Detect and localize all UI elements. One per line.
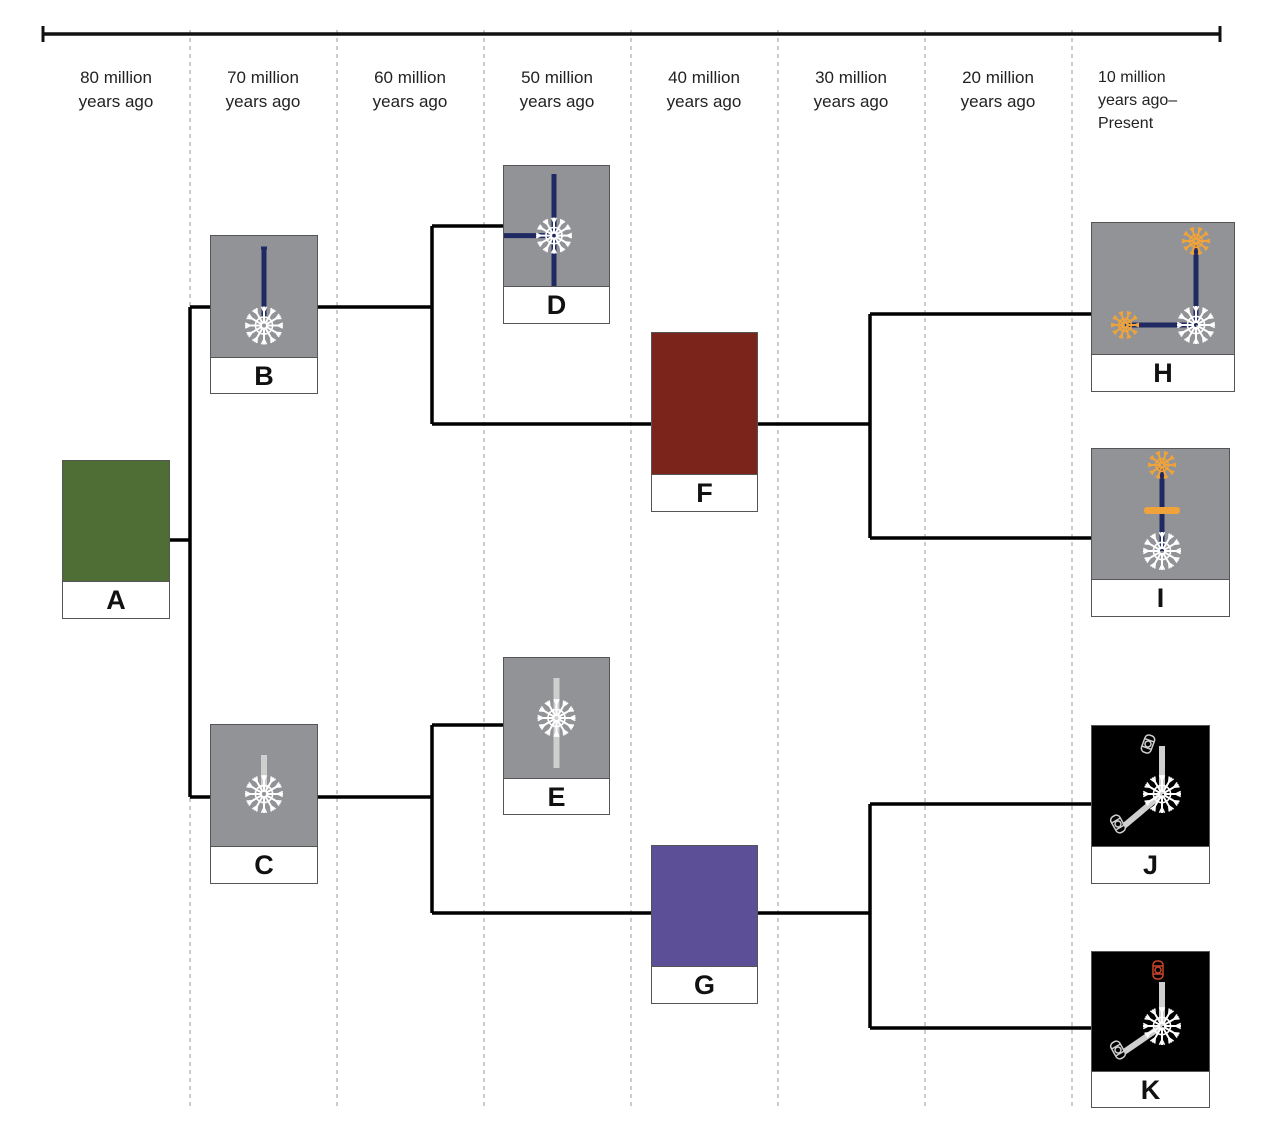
wheel-with-blue-rods-to-orange-wheels-icon: [1110, 227, 1216, 345]
column-label-line: 20 million: [962, 68, 1034, 87]
column-label-40-mya: 40 million years ago: [634, 66, 774, 114]
wheel-with-blue-rod-orange-bar-orange-wheel-icon: [1142, 451, 1182, 571]
node-C: C: [210, 724, 318, 884]
branch-lines: [170, 224, 1091, 1030]
node-label: D: [503, 287, 610, 324]
column-label-line: years ago: [372, 92, 448, 111]
wheel-icon: [1147, 451, 1177, 479]
node-illustration: [1091, 448, 1230, 580]
wheel-with-light-arm-and-red-clip-icon: [1109, 960, 1182, 1060]
node-K: K: [1091, 951, 1210, 1108]
node-label: G: [651, 967, 758, 1004]
wheel-with-blue-rod-up-icon: [244, 246, 284, 345]
light-rod-icon: [1122, 791, 1164, 829]
node-label: E: [503, 779, 610, 815]
column-label-line: years ago: [78, 92, 154, 111]
wheel-with-light-rods-up-down-icon: [537, 678, 576, 768]
node-label: F: [651, 475, 758, 512]
column-label-line: 80 million: [80, 68, 152, 87]
clip-icon: [1109, 1040, 1127, 1060]
column-label-60-mya: 60 million years ago: [340, 66, 480, 114]
column-label-80-mya: 80 million years ago: [46, 66, 186, 114]
clip-icon: [1109, 814, 1127, 834]
node-E: E: [503, 657, 610, 815]
node-label: A: [62, 582, 170, 619]
node-label: K: [1091, 1072, 1210, 1108]
wheel-icon: [1181, 227, 1211, 255]
node-illustration: [1091, 725, 1210, 847]
node-J: J: [1091, 725, 1210, 884]
node-illustration: [210, 235, 318, 358]
node-color-swatch: [651, 332, 758, 475]
node-color-swatch: [62, 460, 170, 582]
node-illustration: [210, 724, 318, 847]
column-label-line: years ago: [666, 92, 742, 111]
wheel-icon: [1110, 311, 1140, 339]
column-label-line: 50 million: [521, 68, 593, 87]
wheel-with-light-arms-and-clips-icon: [1109, 734, 1182, 834]
node-label: J: [1091, 847, 1210, 884]
column-label-line: years ago: [519, 92, 595, 111]
column-label-line: 60 million: [374, 68, 446, 87]
column-label-line: 70 million: [227, 68, 299, 87]
wheel-icon: [244, 306, 284, 345]
node-illustration: [1091, 222, 1235, 355]
column-label-line: years ago: [813, 92, 889, 111]
wheel-icon: [1142, 1006, 1182, 1046]
node-color-swatch: [651, 845, 758, 967]
orange-bar-icon: [1144, 507, 1180, 514]
node-F: F: [651, 332, 758, 512]
node-G: G: [651, 845, 758, 1004]
node-H: H: [1091, 222, 1235, 392]
timeline-axis: [41, 26, 1222, 42]
node-illustration: [1091, 951, 1210, 1072]
column-label-line: 10 million: [1098, 69, 1166, 86]
column-label-50-mya: 50 million years ago: [487, 66, 627, 114]
node-D: D: [503, 165, 610, 324]
column-label-line: years ago: [225, 92, 301, 111]
column-label-line: years ago–: [1098, 92, 1178, 109]
node-label: C: [210, 847, 318, 884]
node-label: I: [1091, 580, 1230, 617]
column-label-line: 30 million: [815, 68, 887, 87]
wheel-icon: [244, 774, 284, 814]
column-label-line: Present: [1098, 115, 1154, 132]
wheel-with-light-rod-up-icon: [244, 755, 284, 814]
column-label-line: 40 million: [668, 68, 740, 87]
wheel-with-blue-rods-up-down-left-icon: [504, 174, 573, 286]
node-illustration: [503, 165, 610, 287]
wheel-icon: [1176, 305, 1216, 345]
column-label-30-mya: 30 million years ago: [781, 66, 921, 114]
column-dividers: [189, 30, 1073, 1110]
column-label-line: years ago: [960, 92, 1036, 111]
node-I: I: [1091, 448, 1230, 617]
clip-icon: [1140, 734, 1156, 754]
column-label-70-mya: 70 million years ago: [193, 66, 333, 114]
column-label-10-mya: 10 million years ago– Present: [1098, 66, 1238, 135]
node-label: B: [210, 358, 318, 394]
node-illustration: [503, 657, 610, 779]
column-label-20-mya: 20 million years ago: [928, 66, 1068, 114]
clip-icon: [1152, 960, 1164, 980]
wheel-icon: [1142, 774, 1182, 814]
node-B: B: [210, 235, 318, 394]
wheel-icon: [535, 217, 573, 254]
wheel-icon: [537, 698, 576, 738]
wheel-icon: [1142, 531, 1182, 571]
node-A: A: [62, 460, 170, 619]
node-label: H: [1091, 355, 1235, 392]
